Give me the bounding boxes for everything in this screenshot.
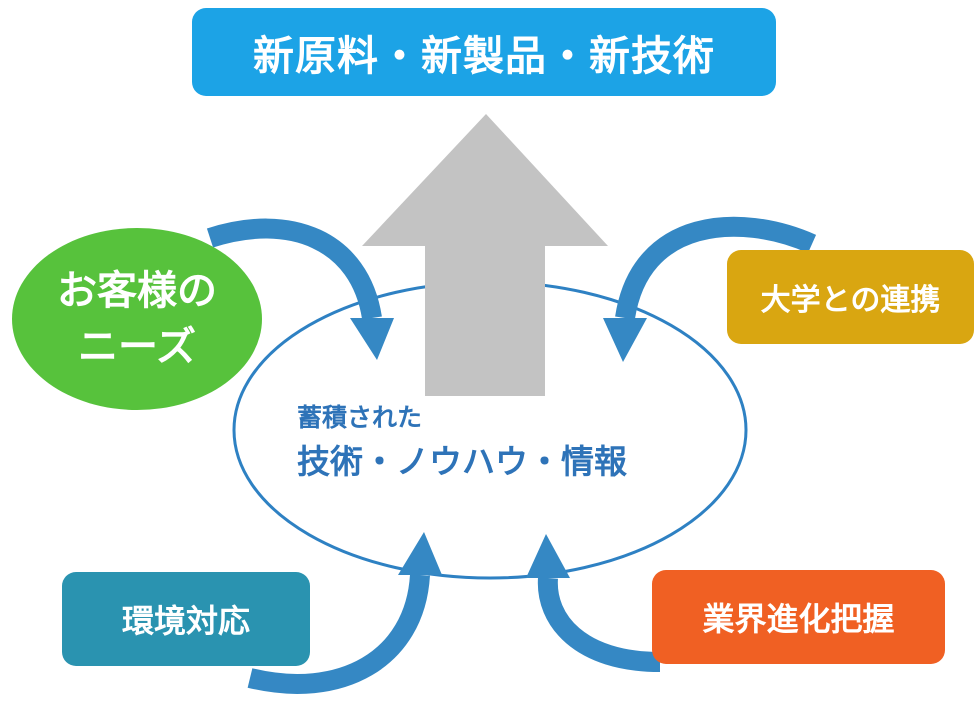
university-collaboration-label: 大学との連携	[760, 283, 941, 318]
customer-needs-ellipse: お客様の ニーズ	[12, 228, 262, 410]
flow-arrow-top-right	[603, 216, 817, 362]
new-materials-box: 新原料・新製品・新技術	[192, 8, 776, 96]
up-arrow	[362, 114, 608, 396]
industry-trends-box: 業界進化把握	[652, 570, 945, 664]
environment-label: 環境対応	[121, 602, 250, 640]
flow-arrow-bottom-right	[526, 534, 661, 672]
environment-box: 環境対応	[62, 572, 310, 666]
university-collaboration-box: 大学との連携	[727, 250, 974, 344]
center-text: 蓄積された 技術・ノウハウ・情報	[297, 402, 627, 490]
flow-arrow-bottom-left	[247, 532, 442, 694]
new-materials-label: 新原料・新製品・新技術	[253, 32, 715, 80]
customer-needs-line1: お客様の	[57, 268, 217, 314]
center-text-line2: 技術・ノウハウ・情報	[297, 442, 627, 481]
industry-trends-label: 業界進化把握	[702, 600, 895, 638]
flow-arrow-top-left	[206, 218, 394, 360]
customer-needs-line2: ニーズ	[78, 324, 196, 370]
center-text-line1: 蓄積された	[297, 403, 423, 432]
